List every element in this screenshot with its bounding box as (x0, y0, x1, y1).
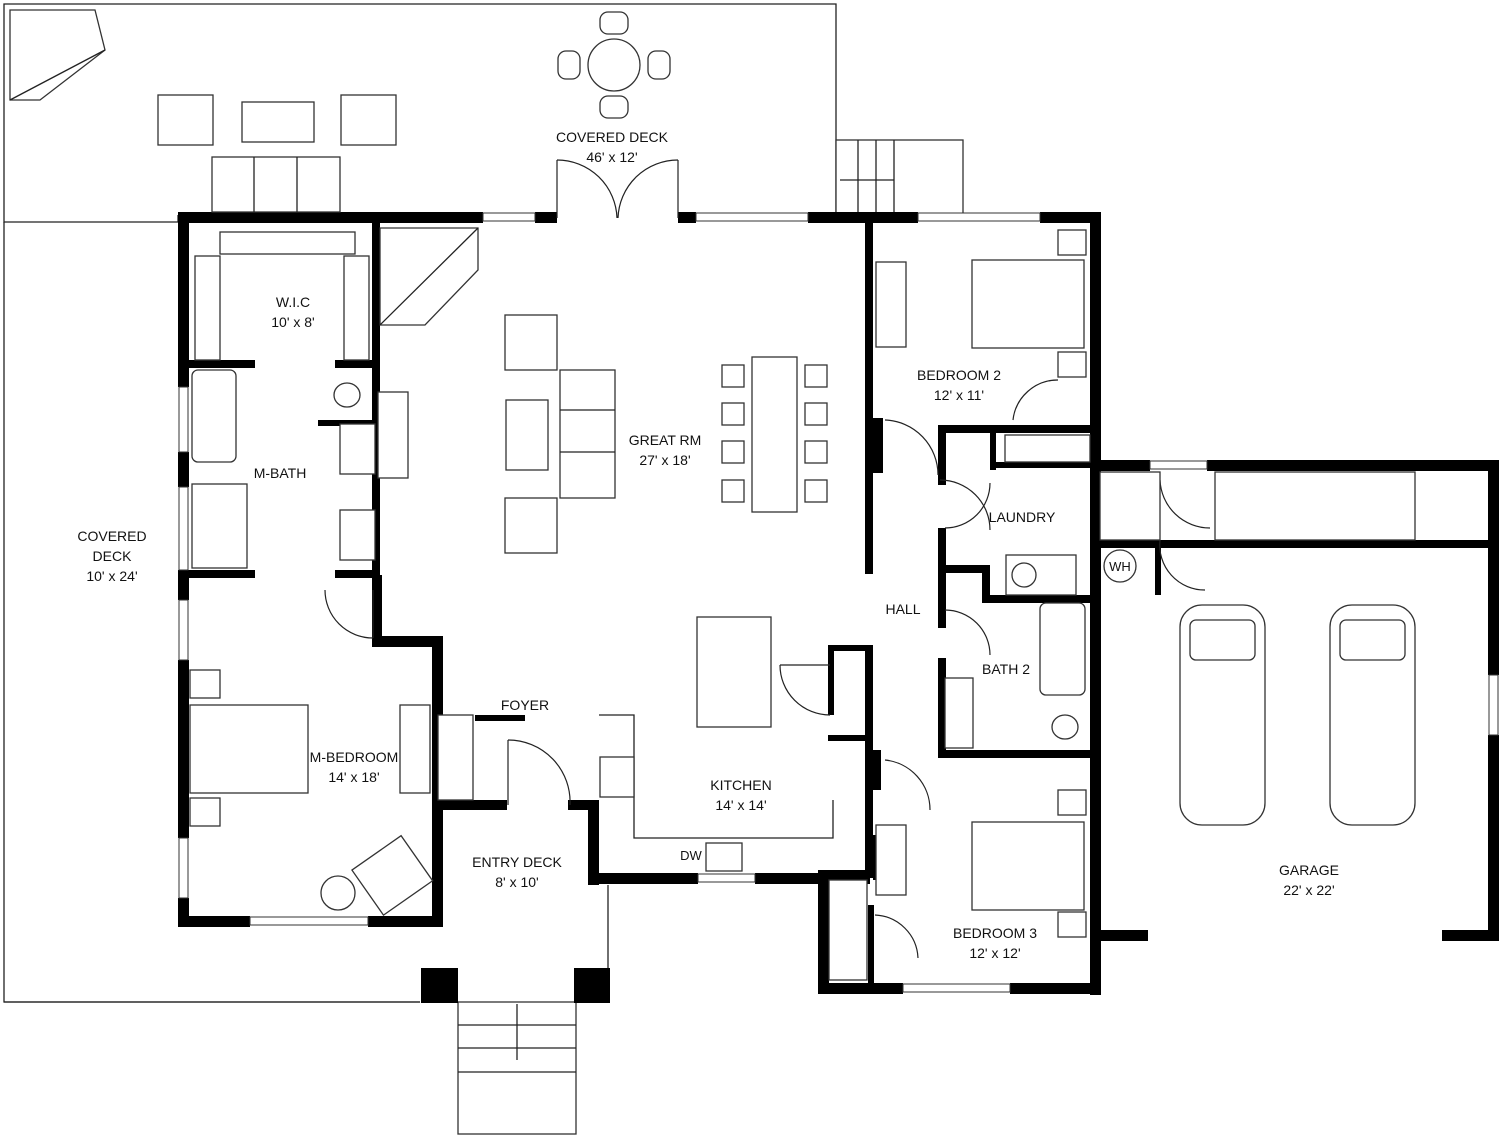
hall-name: HALL (885, 601, 920, 617)
deck-outlines (3, 3, 964, 1135)
furniture (157, 11, 1416, 981)
entry-deck-name: ENTRY DECK (472, 854, 562, 870)
exterior-walls (178, 212, 1499, 995)
laundry-name: LAUNDRY (989, 509, 1056, 525)
garage-dims: 22' x 22' (1283, 882, 1334, 898)
foyer-name: FOYER (501, 697, 549, 713)
bedroom2-name: BEDROOM 2 (917, 367, 1001, 383)
wic-name: W.I.C (276, 294, 310, 310)
great-rm-dims: 27' x 18' (639, 452, 690, 468)
doors (324, 159, 1211, 959)
great-rm-name: GREAT RM (629, 432, 702, 448)
covered-deck-top-name: COVERED DECK (556, 129, 669, 145)
entry-deck-dims: 8' x 10' (495, 874, 538, 890)
garage-name: GARAGE (1279, 862, 1339, 878)
mbedroom-dims: 14' x 18' (328, 769, 379, 785)
interior-walls (185, 220, 1490, 985)
windows (178, 212, 1499, 993)
bedroom2-dims: 12' x 11' (934, 387, 984, 403)
room-labels: COVERED DECK 46' x 12' COVERED DECK 10' … (77, 129, 1339, 961)
kitchen-name: KITCHEN (710, 777, 771, 793)
water-heater-label: WH (1109, 559, 1131, 574)
mbath-name: M-BATH (254, 465, 307, 481)
bedroom3-name: BEDROOM 3 (953, 925, 1037, 941)
kitchen-dims: 14' x 14' (715, 797, 766, 813)
wic-dims: 10' x 8' (271, 314, 314, 330)
covered-deck-left-name-2: DECK (93, 548, 133, 564)
covered-deck-left-name: COVERED (77, 528, 146, 544)
bedroom3-dims: 12' x 12' (969, 945, 1020, 961)
dishwasher-label: DW (680, 848, 702, 863)
bath2-name: BATH 2 (982, 661, 1030, 677)
covered-deck-left-dims: 10' x 24' (86, 568, 137, 584)
covered-deck-top-dims: 46' x 12' (586, 149, 637, 165)
mbedroom-name: M-BEDROOM (310, 749, 399, 765)
